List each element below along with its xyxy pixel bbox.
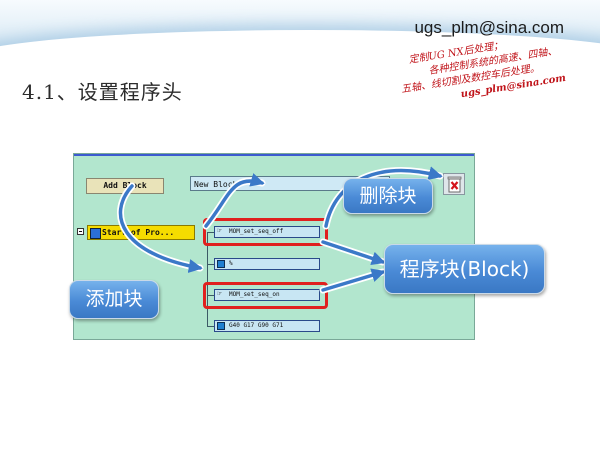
node-label: G40 G17 G90 G71 — [229, 322, 284, 329]
block-node-percent[interactable]: % — [214, 258, 320, 270]
arrow-to-block-callout-upper — [321, 240, 386, 266]
trash-icon — [447, 176, 462, 193]
program-icon — [90, 228, 101, 239]
slide-header — [0, 0, 600, 65]
hand-icon — [217, 227, 225, 236]
callout-delete-block: 删除块 — [343, 178, 433, 214]
tree-connector — [207, 232, 208, 326]
arrow-add-to-node — [118, 184, 203, 273]
arrow-to-block-callout-lower — [321, 268, 386, 292]
block-icon — [217, 322, 225, 330]
node-label: MOM_set_seq_off — [229, 228, 284, 235]
callout-program-block: 程序块(Block) — [384, 244, 545, 294]
node-label: MOM_set_seq_on — [229, 291, 280, 298]
tree-branch — [207, 232, 214, 233]
collapse-toggle[interactable] — [77, 228, 84, 235]
highlight-seq-on — [203, 282, 328, 309]
node-label: % — [229, 260, 233, 267]
callout-add-block: 添加块 — [69, 280, 159, 319]
highlight-seq-off — [203, 218, 328, 246]
delete-block-button[interactable] — [443, 173, 465, 195]
panel-top-border — [74, 154, 474, 156]
block-node-g-codes[interactable]: G40 G17 G90 G71 — [214, 320, 320, 332]
hand-icon — [217, 290, 225, 299]
block-node-seq-off[interactable]: MOM_set_seq_off — [214, 226, 320, 238]
tree-branch — [207, 264, 214, 265]
header-email: ugs_plm@sina.com — [414, 18, 564, 37]
root-label: Start of Pro... — [102, 228, 175, 237]
block-node-seq-on[interactable]: MOM_set_seq_on — [214, 289, 320, 301]
slide-title: 4.1、设置程序头 — [22, 80, 183, 104]
block-icon — [217, 260, 225, 268]
start-of-program-node[interactable]: Start of Pro... — [87, 225, 195, 240]
tree-branch — [207, 295, 214, 296]
tree-branch — [207, 326, 214, 327]
arrow-add-to-newblock — [204, 173, 265, 228]
header-swoosh — [0, 30, 600, 65]
